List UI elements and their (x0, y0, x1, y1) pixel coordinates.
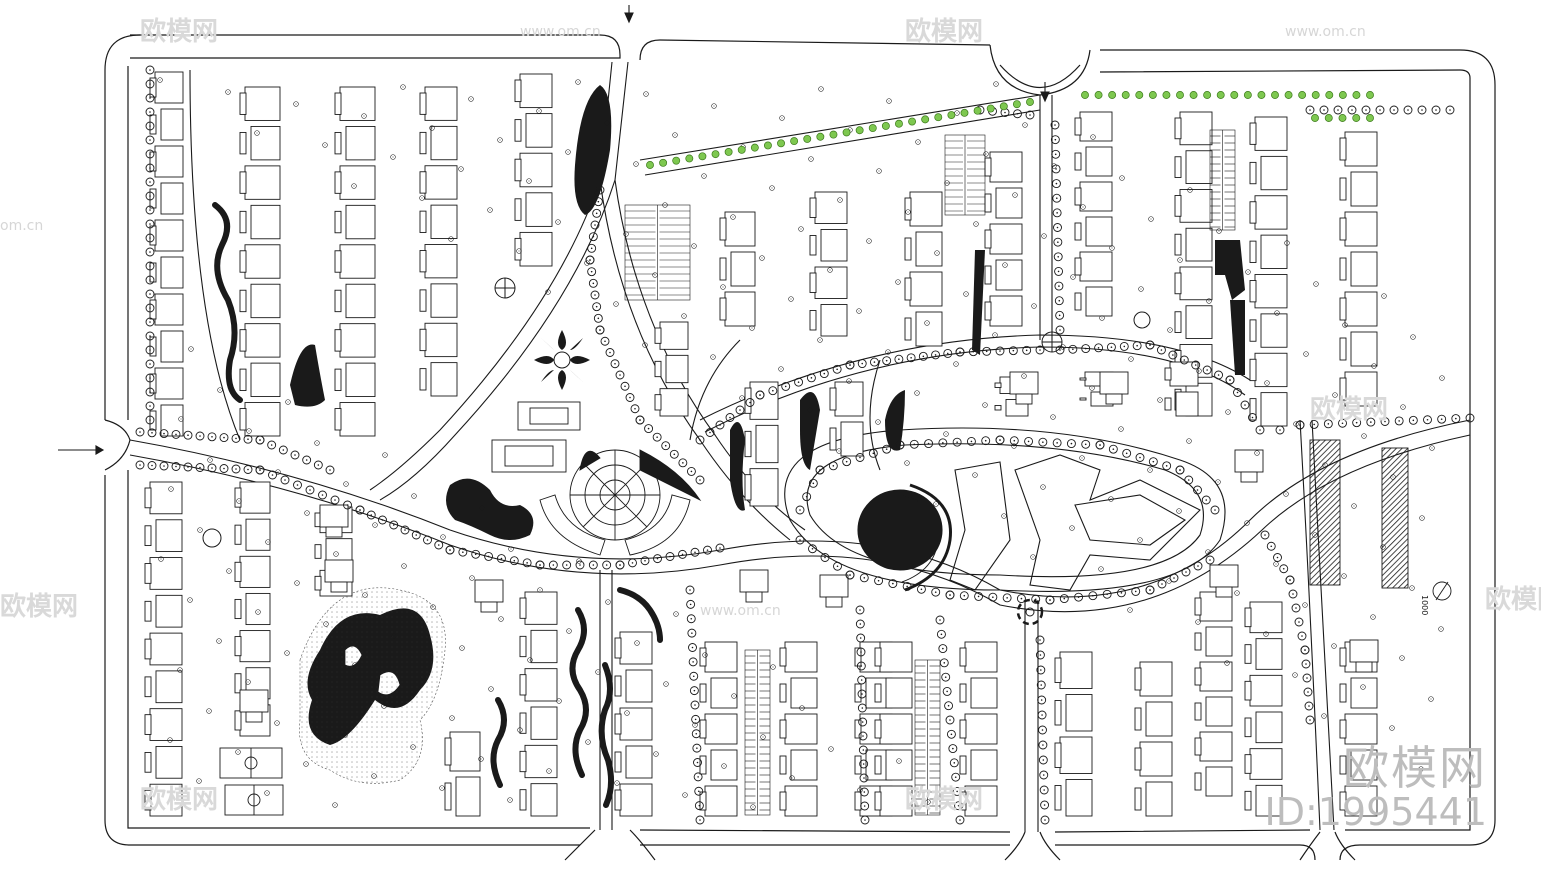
watermark-badge-id: ID:1995441 (1264, 790, 1487, 834)
entrance-arrow-icon (58, 5, 1050, 455)
parking-lots (624, 129, 1236, 816)
north-arrow-icon (1432, 581, 1452, 601)
hatched-strips (1309, 439, 1409, 589)
watermark-badge-brand: 欧模网 (1343, 741, 1487, 795)
watermark-brand: 欧模网 (1485, 584, 1541, 615)
watermark-brand: 欧模网 (140, 16, 218, 47)
watermark-layer: 欧模网 www.om.cn 欧模网 www.om.cn om.cn 欧模网 欧模… (0, 16, 1541, 815)
watermark-brand: 欧模网 (140, 784, 218, 815)
lake-shore-dotted (299, 587, 446, 784)
sports-courts (219, 747, 284, 816)
watermark-brand: 欧模网 (0, 591, 78, 622)
central-plaza (784, 427, 1226, 592)
star-garden (534, 330, 590, 390)
watermark-site: www.om.cn (520, 24, 601, 40)
watermark-site-short: om.cn (0, 218, 43, 234)
watermark-brand: 欧模网 (905, 16, 983, 47)
scale-label: 1000 (1420, 595, 1429, 615)
residential-buildings (144, 71, 1379, 817)
radial-plaza (491, 401, 702, 556)
watermark-site: www.om.cn (1285, 24, 1366, 40)
watermark-brand: 欧模网 (1310, 394, 1388, 425)
watermark-site: www.om.cn (700, 603, 781, 619)
watermark-badge: 欧模网 ID:1995441 (1264, 745, 1487, 831)
watermark-brand: 欧模网 (905, 784, 983, 815)
fountain-icon (202, 277, 1151, 626)
boundary-roads (104, 34, 1496, 861)
stream-features (212, 202, 663, 808)
